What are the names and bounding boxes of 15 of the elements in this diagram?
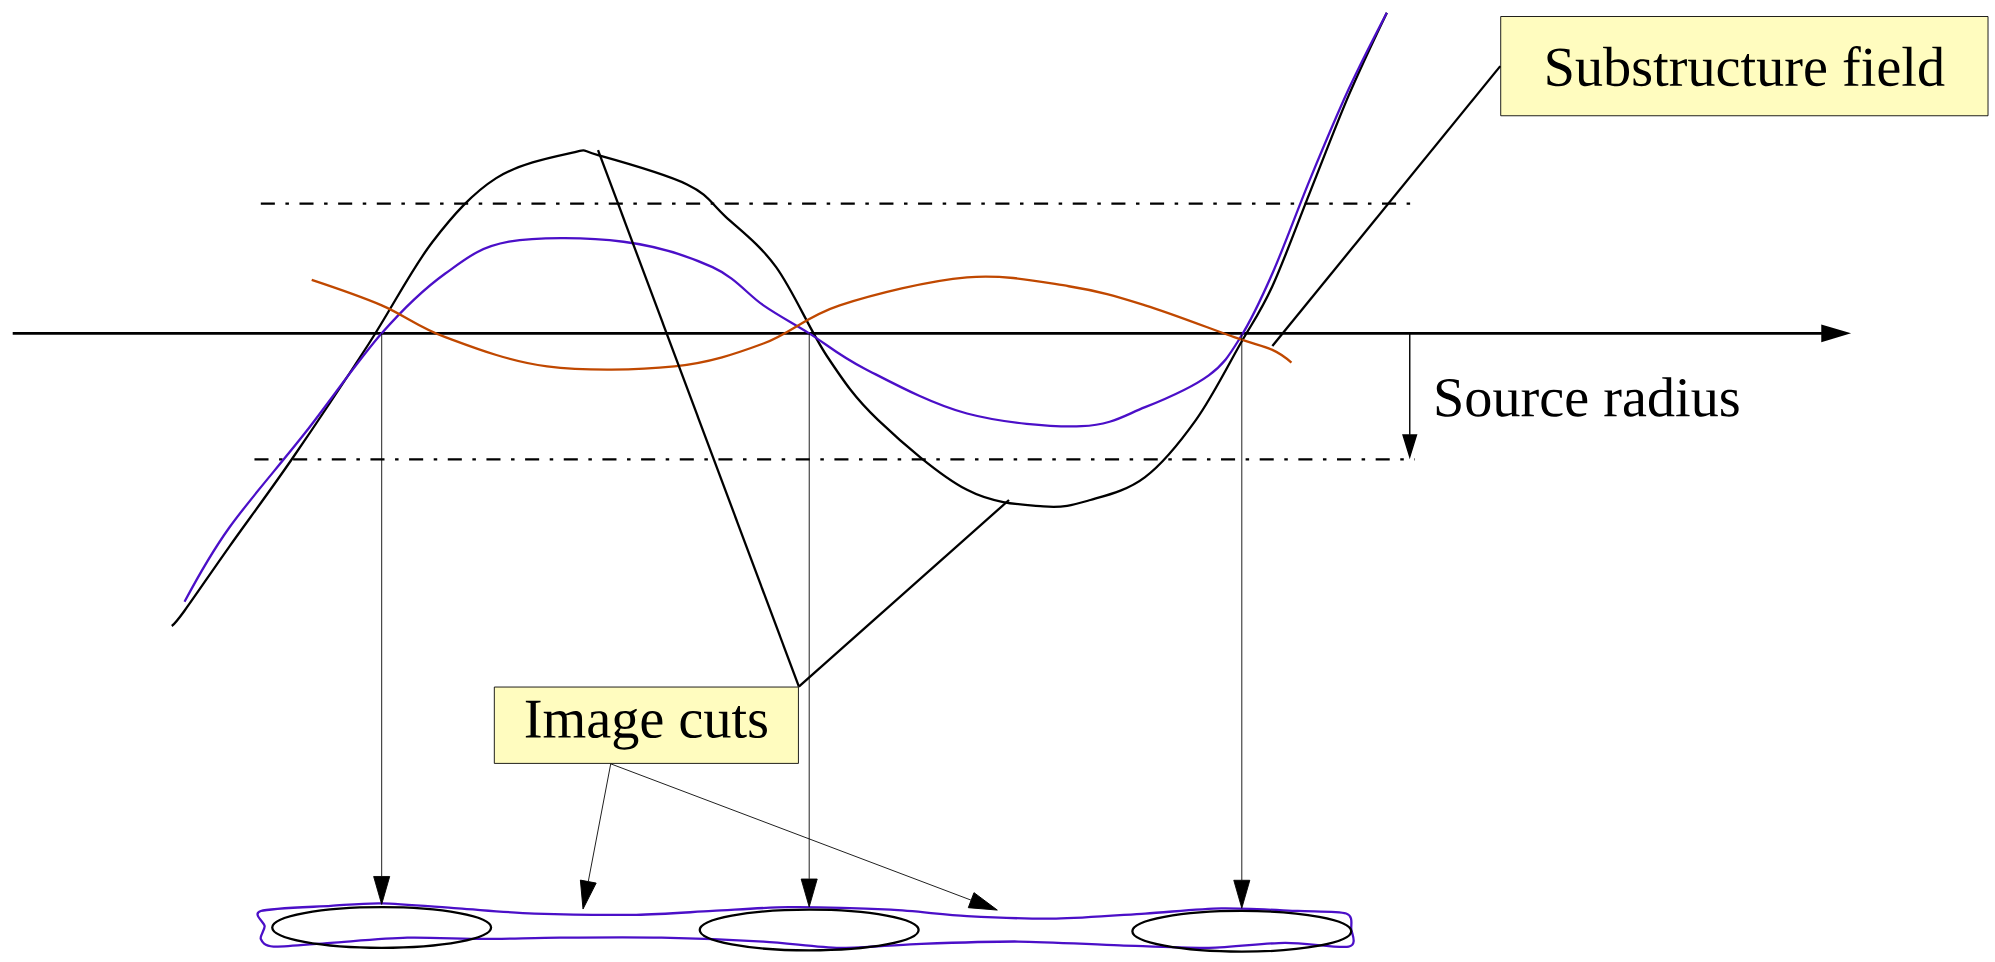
leader-line [1271,65,1502,347]
arrow [373,332,391,905]
leader-line [596,149,800,688]
arrow [610,763,998,911]
arrow [800,332,818,908]
arrow [579,763,612,910]
callout-box: Substructure field [1500,16,1989,117]
dimension-label: Source radius [1436,377,1739,417]
ellipse [1131,909,1353,953]
wavy-band [256,902,1355,950]
ellipse [698,908,920,952]
ellipse [271,906,493,950]
callout-box: Image cuts [493,686,799,764]
leader-line [798,499,1010,688]
arrow [1233,332,1251,909]
